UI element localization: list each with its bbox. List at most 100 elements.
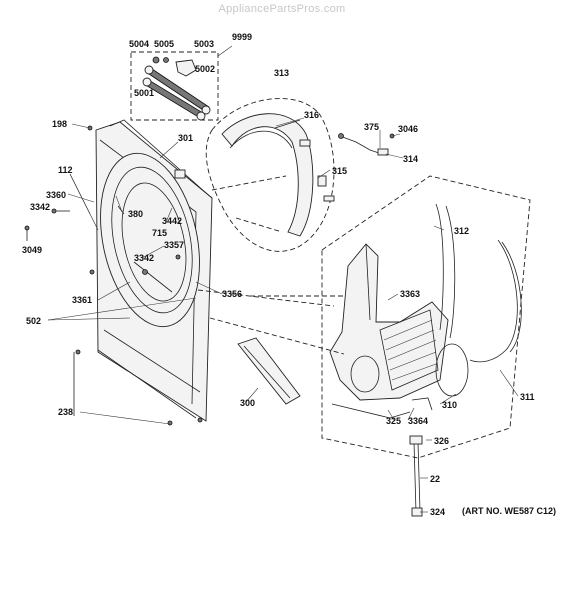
drain-hose-22-b xyxy=(417,441,421,513)
callout-5004: 5004 xyxy=(129,39,149,49)
callout-311: 311 xyxy=(520,392,535,402)
callout-3364: 3364 xyxy=(408,416,428,426)
harness-clip-line xyxy=(133,261,173,293)
drum-seal-311-inner xyxy=(501,241,522,353)
art-number: (ART NO. WE587 C12) xyxy=(462,506,557,516)
front-panel-base-line xyxy=(97,349,197,419)
seal-312-right xyxy=(445,205,456,339)
hose-fitting-4 xyxy=(196,111,206,121)
front-panel-group xyxy=(95,119,213,422)
sensor-314 xyxy=(377,148,389,156)
callout-3363: 3363 xyxy=(400,289,420,299)
leader-lines xyxy=(47,117,519,513)
lint-screen-mesh xyxy=(379,309,439,391)
lint-filter-edge xyxy=(243,345,291,399)
hose-fitting-2 xyxy=(142,77,152,87)
bulkhead-boundary xyxy=(205,98,335,252)
callout-3342b: 3342 xyxy=(134,253,154,263)
bulkhead-spring xyxy=(323,195,335,202)
lint-filter-group xyxy=(237,337,301,405)
bulkhead-wire xyxy=(274,119,301,129)
screw-head-238a xyxy=(75,349,81,355)
callout-5002: 5002 xyxy=(195,64,215,74)
loose-screws xyxy=(24,125,203,426)
callout-315: 315 xyxy=(332,166,347,176)
duct-base-flange xyxy=(331,403,411,419)
door-opening-outer xyxy=(100,152,200,328)
bulkhead-bracket-315 xyxy=(317,175,327,187)
watermark: AppliancePartsPros.com xyxy=(218,3,346,15)
seal-312-left xyxy=(435,203,444,331)
screw-head-502 xyxy=(89,269,95,275)
callout-9999: 9999 xyxy=(232,32,252,42)
hose-end-326 xyxy=(409,435,423,445)
bulkhead-inner-arc xyxy=(229,130,293,149)
toe-kick-line xyxy=(103,329,201,393)
callout-3361: 3361 xyxy=(72,295,92,305)
duct-housing xyxy=(329,243,449,401)
align-2 xyxy=(235,217,283,233)
callout-3360: 3360 xyxy=(46,190,66,200)
drum-seal-311 xyxy=(469,239,518,363)
sensor-3364 xyxy=(411,397,433,411)
door-gasket xyxy=(121,182,187,302)
callout-300: 300 xyxy=(240,398,255,408)
callout-375: 375 xyxy=(364,122,379,132)
door-latch xyxy=(174,169,186,179)
leader-9999 xyxy=(217,45,233,57)
callout-502: 502 xyxy=(26,316,41,326)
callout-5001: 5001 xyxy=(134,88,154,98)
align-1 xyxy=(211,175,287,191)
duct-outlet xyxy=(350,355,380,393)
lint-filter xyxy=(237,337,301,405)
panel-top-flange xyxy=(109,119,213,199)
callout-316: 316 xyxy=(304,110,319,120)
callout-310: 310 xyxy=(442,400,457,410)
screw-head-3342 xyxy=(51,208,57,214)
callout-324: 324 xyxy=(430,507,445,517)
callout-labels: 5004 5005 5003 9999 5002 5001 313 198 30… xyxy=(22,32,535,517)
align-3 xyxy=(209,317,345,355)
sensor-harness-group xyxy=(338,133,395,156)
drain-hose-group xyxy=(409,435,423,517)
callout-3442: 3442 xyxy=(162,216,182,226)
callout-5003: 5003 xyxy=(194,39,214,49)
screw-head-238c xyxy=(197,417,203,423)
callout-325: 325 xyxy=(386,416,401,426)
callout-380: 380 xyxy=(128,209,143,219)
callout-314: 314 xyxy=(403,154,418,164)
screen-5005 xyxy=(163,57,169,63)
door-opening-inner xyxy=(111,166,193,314)
screw-3342b xyxy=(142,269,148,275)
callout-326: 326 xyxy=(434,436,449,446)
callout-112: 112 xyxy=(58,165,73,175)
screw-head-238b xyxy=(167,420,173,426)
hose-kit-box xyxy=(130,51,219,121)
callout-22: 22 xyxy=(430,474,440,484)
hose-kit-group xyxy=(130,45,233,121)
bulkhead-arc xyxy=(221,113,314,237)
duct-left-wall xyxy=(365,243,371,321)
bulkhead-group xyxy=(205,98,335,252)
duct-assembly-group xyxy=(321,175,531,459)
callout-313: 313 xyxy=(274,68,289,78)
harness-375 xyxy=(339,135,383,155)
callout-3356: 3356 xyxy=(222,289,242,299)
harness-connector xyxy=(338,133,344,139)
duct-assembly-boundary xyxy=(321,175,531,459)
gasket-310 xyxy=(435,343,469,397)
screw-head-3049 xyxy=(24,225,30,231)
callout-3049: 3049 xyxy=(22,245,42,255)
hose-fitting-1 xyxy=(144,65,154,75)
callout-198: 198 xyxy=(52,119,67,129)
callout-715: 715 xyxy=(152,228,167,238)
drain-hose-22 xyxy=(413,441,417,513)
align-4 xyxy=(197,289,335,307)
callout-3046: 3046 xyxy=(398,124,418,134)
callout-3342: 3342 xyxy=(30,202,50,212)
callout-301: 301 xyxy=(178,133,193,143)
callout-5005: 5005 xyxy=(154,39,174,49)
callout-238: 238 xyxy=(58,407,73,417)
bulkhead-clip-316 xyxy=(299,139,311,147)
